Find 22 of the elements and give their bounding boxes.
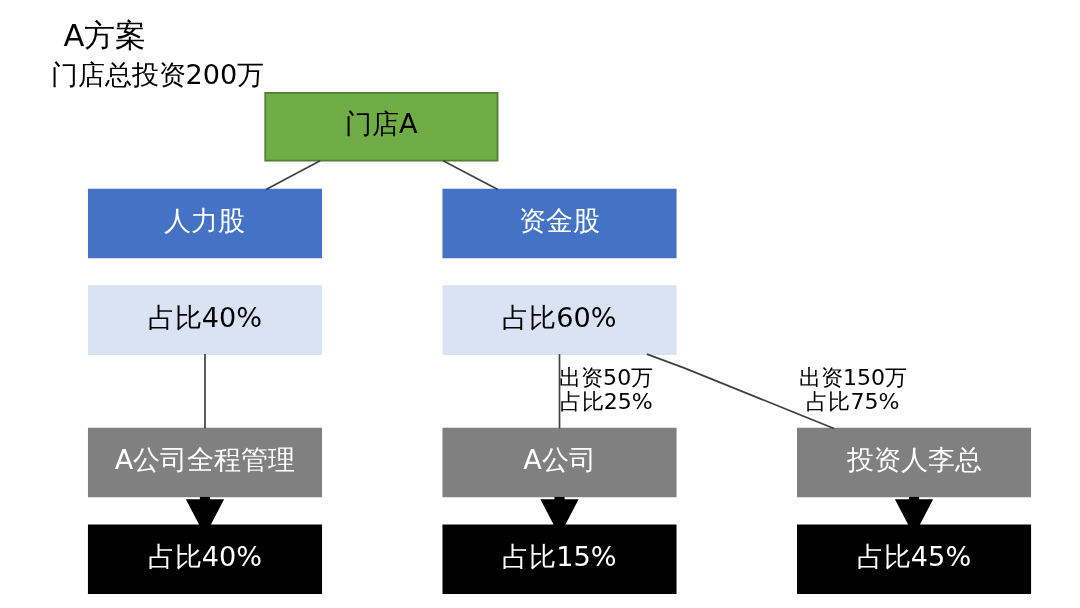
connector <box>558 353 561 430</box>
node-label: 占比75% <box>806 389 900 414</box>
node-label: 门店总投资200万 <box>50 59 265 90</box>
diagram-title: A方案 <box>63 18 147 53</box>
node-box: A公司全程管理 <box>87 427 323 498</box>
node-box: 门店A <box>264 91 499 162</box>
node-box: A公司 <box>442 427 677 498</box>
connector <box>204 353 206 430</box>
node-box: 占比40% <box>87 524 323 595</box>
connector <box>442 159 499 191</box>
connector <box>265 159 322 191</box>
node-box: 人力股 <box>87 188 323 259</box>
node-box: 占比15% <box>442 524 677 595</box>
node-box: 资金股 <box>442 188 677 259</box>
node-label: 占比25% <box>559 389 653 414</box>
connector <box>646 353 835 430</box>
node-box: 占比40% <box>87 285 323 355</box>
node-box: 投资人李总 <box>797 427 1032 498</box>
node-box: 占比60% <box>442 285 677 355</box>
node-label: 出资150万 <box>798 365 907 391</box>
node-label: 出资50万 <box>559 365 654 391</box>
node-box: 占比45% <box>797 524 1032 595</box>
